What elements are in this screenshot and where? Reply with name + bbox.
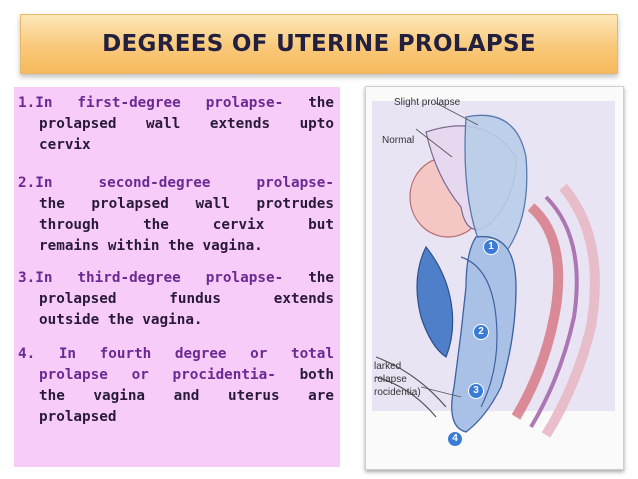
pointer-slight [435, 102, 479, 126]
point-first-degree: 1.In first-degree prolapse- the prolapse… [18, 93, 334, 156]
point-2-line-4: remains within the vagina. [39, 238, 263, 254]
label-marked-3: rocidentia) [374, 387, 421, 398]
perineum-line-1 [375, 356, 447, 408]
point-4-line-4: prolapsed [39, 409, 117, 425]
pelvic-tissue-1 [511, 203, 564, 420]
pelvic-tissue-2 [529, 195, 579, 429]
page-title: DEGREES OF UTERINE PROLAPSE [102, 31, 536, 57]
point-1-line-3: cervix [39, 137, 91, 153]
point-2-line-2: the prolapsed wall protrudes [39, 196, 334, 212]
marker-3: 3 [468, 383, 484, 399]
point-3-line-2: prolapsed fundus extends [39, 291, 334, 307]
point-2-line-3: through the cervix but [39, 217, 334, 233]
point-second-degree: 2.In second-degree prolapse- the prolaps… [18, 173, 334, 257]
label-slight-prolapse: Slight prolapse [394, 97, 461, 108]
pointer-normal [415, 128, 453, 158]
point-4-rest: both [299, 367, 334, 383]
vaginal-canal [460, 256, 498, 408]
label-marked-1: larked [374, 361, 402, 372]
marker-4: 4 [447, 431, 463, 447]
label-marked-2: rolapse [374, 374, 407, 385]
point-fourth-degree: 4. In fourth degree or total prolapse or… [18, 344, 334, 428]
point-3-key: 3.In third-degree prolapse- [18, 270, 284, 286]
rectum-shape [416, 245, 454, 358]
point-4-line-3: the vagina and uterus are [39, 388, 334, 404]
point-1-line-2: prolapsed wall extends upto [39, 116, 334, 132]
perineum-line-2 [375, 376, 437, 418]
point-3-line-3: outside the vagina. [39, 312, 203, 328]
marker-1: 1 [483, 239, 499, 255]
point-4-key-2: prolapse or procidentia- [39, 367, 276, 383]
point-1-key: 1.In first-degree prolapse- [18, 95, 284, 111]
point-1-rest: the [308, 95, 335, 111]
text-panel: 1.In first-degree prolapse- the prolapse… [14, 87, 340, 467]
point-3-rest: the [308, 270, 335, 286]
point-4-key: 4. In fourth degree or total [18, 346, 334, 362]
label-normal: Normal [382, 135, 415, 146]
title-banner: DEGREES OF UTERINE PROLAPSE [20, 14, 618, 74]
pelvic-tissue-3 [541, 183, 600, 438]
point-2-key: 2.In second-degree prolapse- [18, 175, 334, 191]
marker-2: 2 [473, 324, 489, 340]
prolapse-diagram: Slight prolapse Normal larked rolapse ro… [365, 86, 624, 470]
point-third-degree: 3.In third-degree prolapse- the prolapse… [18, 268, 334, 331]
pointer-marked [420, 386, 462, 398]
